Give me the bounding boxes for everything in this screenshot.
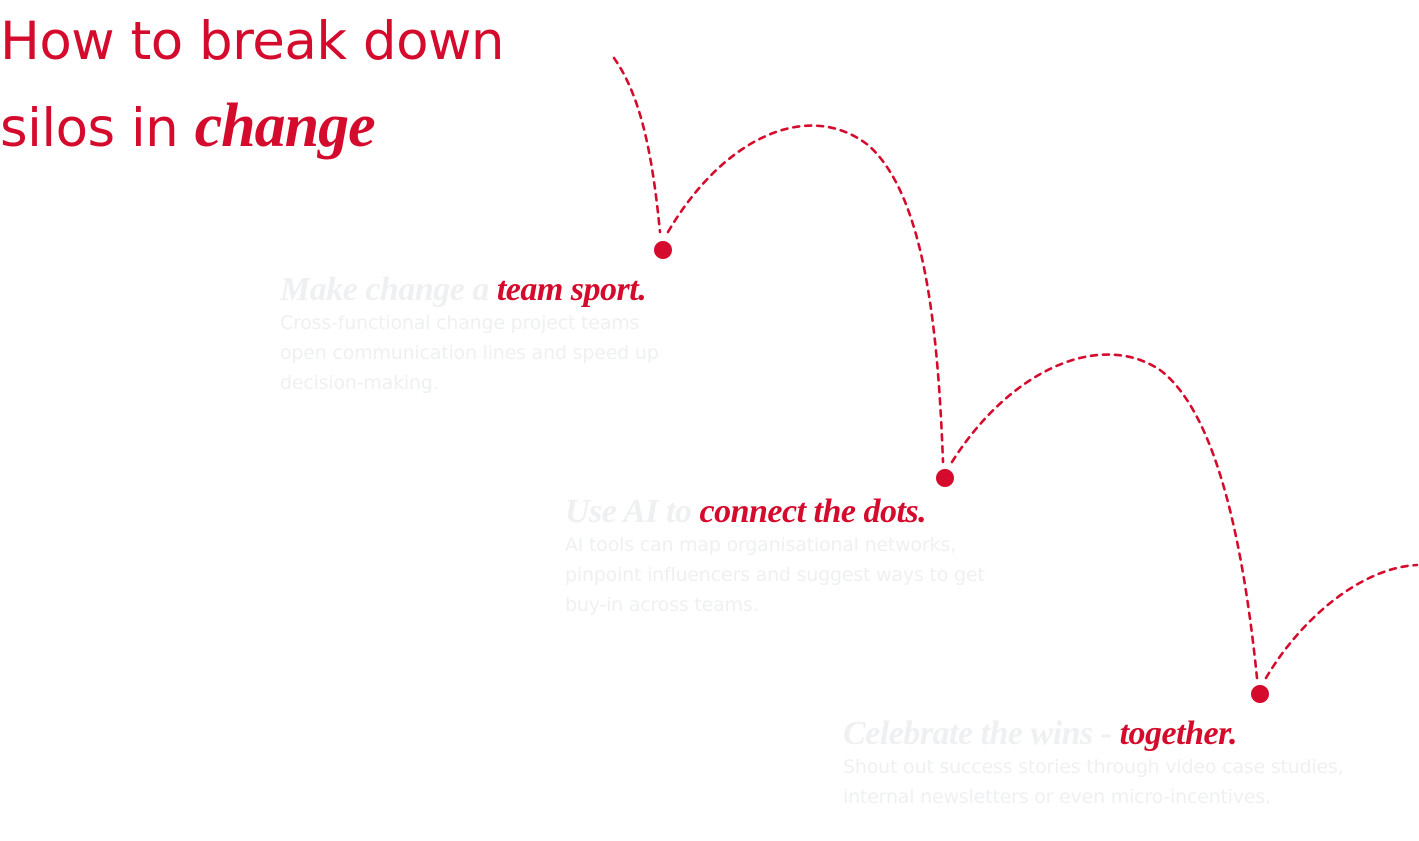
page-title: How to break down silos in change xyxy=(0,0,504,171)
step-heading-accent: team sport. xyxy=(496,271,647,308)
step-heading-accent: connect the dots. xyxy=(699,493,927,530)
step-heading: Celebrate the wins - together. xyxy=(843,716,1413,752)
path-dot-1 xyxy=(654,241,672,259)
title-line-2: silos in change xyxy=(0,84,504,171)
step-heading-accent: together. xyxy=(1119,715,1238,752)
step-heading: Make change a team sport. xyxy=(280,272,700,308)
step-heading-lead: Make change a xyxy=(280,271,497,308)
path-segment-arc-3 xyxy=(1264,563,1419,680)
title-line-2-prefix: silos in xyxy=(0,98,195,159)
path-dot-2 xyxy=(936,469,954,487)
step-description: AI tools can map organisational networks… xyxy=(565,534,985,616)
path-segment-arc-2 xyxy=(950,353,1259,680)
step-connect-dots: Use AI to connect the dots. AI tools can… xyxy=(565,494,1025,620)
step-heading: Use AI to connect the dots. xyxy=(565,494,1025,530)
path-dot-3 xyxy=(1251,685,1269,703)
step-celebrate-wins: Celebrate the wins - together. Shout out… xyxy=(843,716,1413,812)
step-heading-lead: Use AI to xyxy=(565,493,700,530)
path-segment-arc-1 xyxy=(666,124,945,464)
title-line-1: How to break down xyxy=(0,11,504,72)
title-emphasis: change xyxy=(194,92,376,160)
step-description: Shout out success stories through video … xyxy=(843,756,1344,808)
step-description: Cross-functional change project teams op… xyxy=(280,312,659,394)
step-team-sport: Make change a team sport. Cross-function… xyxy=(280,272,700,398)
path-segment-intro xyxy=(612,56,662,234)
step-heading-lead: Celebrate the wins - xyxy=(843,715,1120,752)
